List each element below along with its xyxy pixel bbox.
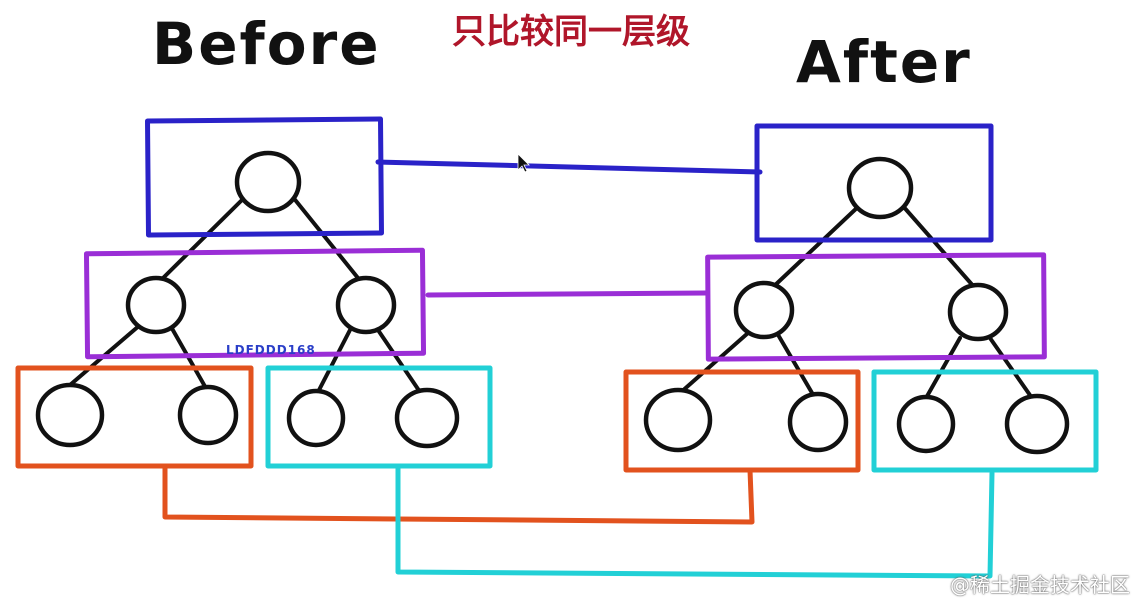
before-level3-node	[286, 388, 346, 448]
before-level3-node	[394, 387, 460, 449]
level3-left-connector	[162, 465, 755, 525]
after-level2-node	[947, 282, 1009, 342]
after-tree-edges	[678, 203, 1034, 400]
cursor-arrow-icon	[517, 153, 530, 173]
before-level2-node	[335, 275, 397, 335]
after-level2-box	[705, 252, 1047, 362]
diagram-title: 只比较同一层级	[452, 12, 690, 52]
level1-connector	[375, 159, 763, 175]
level3-right-connector	[395, 465, 995, 579]
before-label: Before	[152, 10, 381, 78]
before-tree-nodes	[35, 150, 460, 449]
before-level2-box	[83, 247, 427, 360]
after-level3-node	[643, 387, 713, 453]
after-level3-node	[896, 394, 956, 454]
after-label: After	[796, 28, 972, 96]
before-level3-right-box	[265, 365, 493, 469]
after-level3-node	[1004, 393, 1070, 455]
after-level1-box	[754, 123, 994, 243]
level2-connector	[425, 290, 709, 298]
before-root-node	[234, 150, 302, 214]
before-level1-box	[145, 116, 384, 238]
watermark-text: LDFDDD168	[226, 343, 316, 357]
after-root-node	[846, 156, 914, 220]
before-level3-node	[35, 382, 105, 448]
after-level3-node	[787, 391, 849, 453]
footer-credit: @稀土掘金技术社区	[950, 573, 1130, 597]
after-level3-right-box	[871, 369, 1099, 473]
before-level3-node	[177, 384, 239, 446]
after-level2-node	[733, 280, 795, 340]
after-level3-left-box	[623, 369, 861, 473]
after-tree-nodes	[643, 156, 1070, 455]
before-level3-left-box	[15, 365, 254, 469]
before-level2-node	[125, 275, 187, 335]
